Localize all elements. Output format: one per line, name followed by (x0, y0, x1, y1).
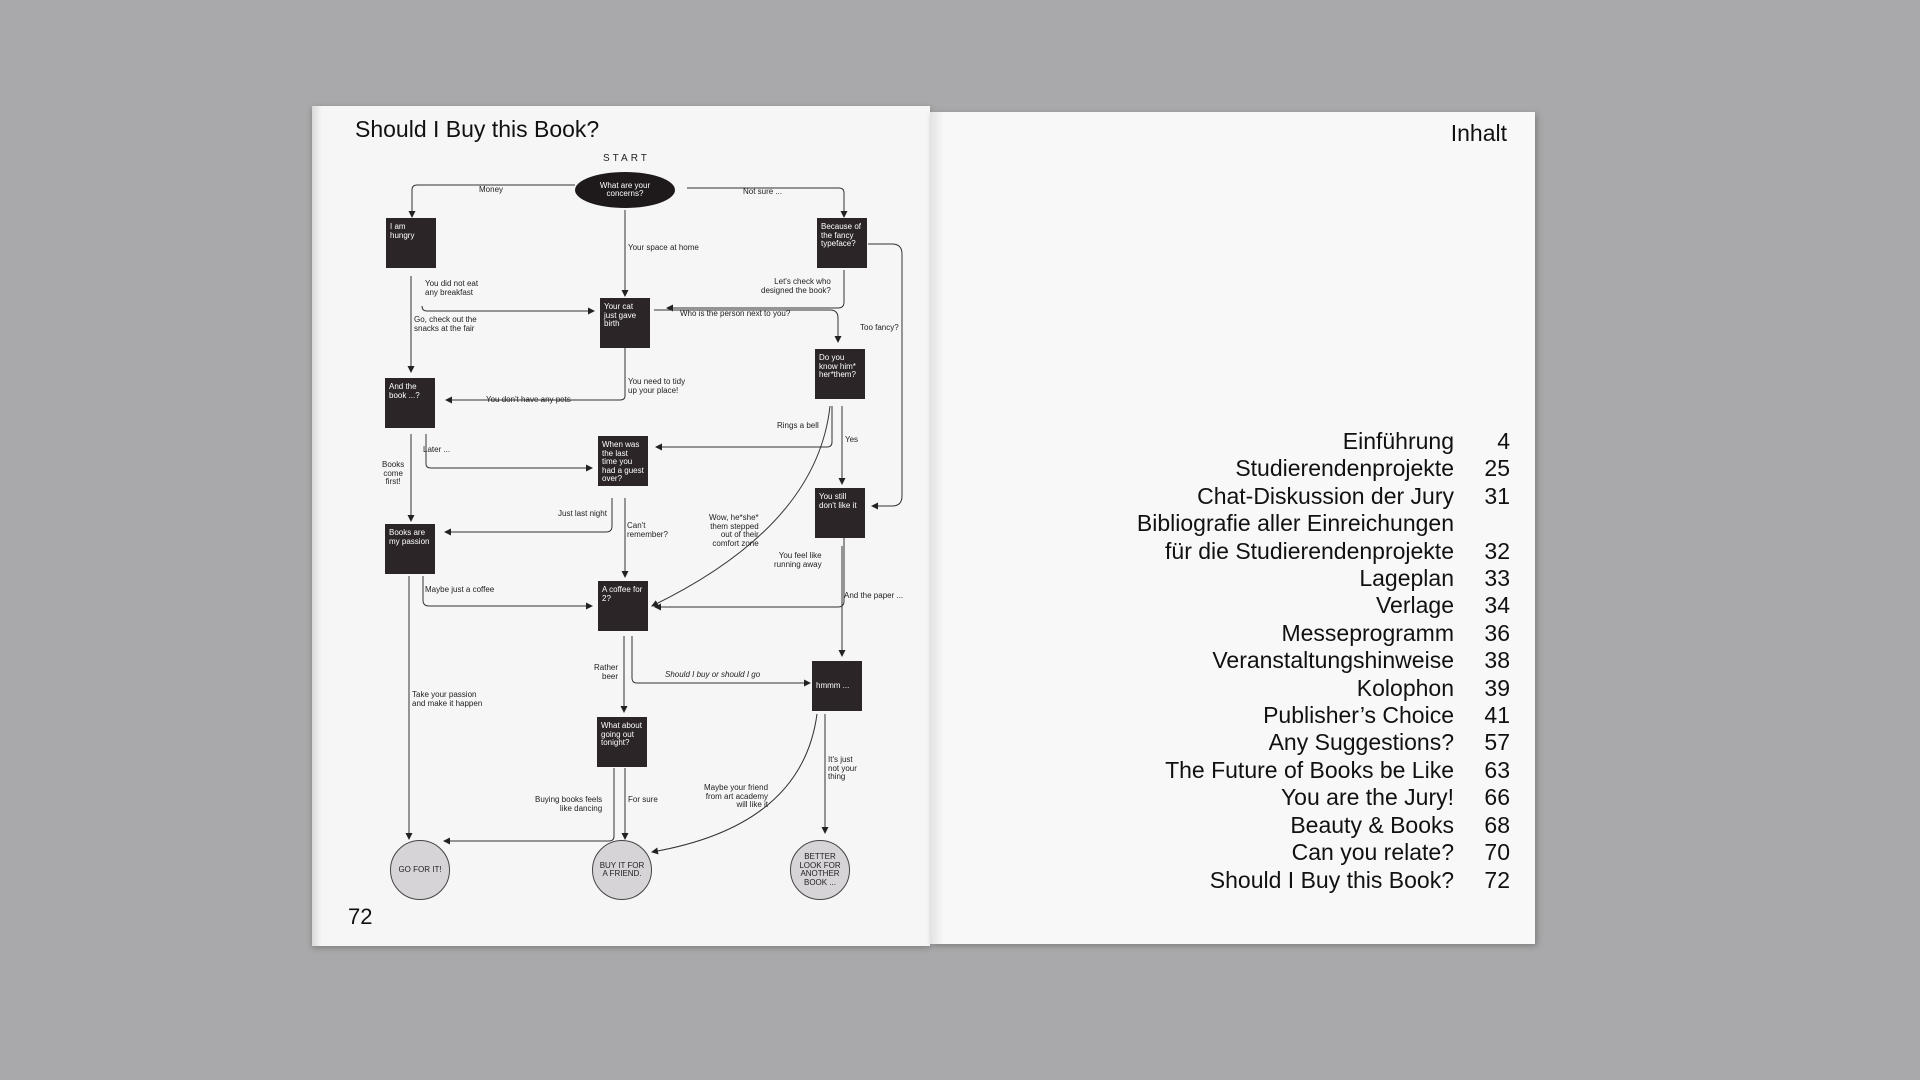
label-notyour: It's just not your thing (828, 755, 857, 781)
end-better: BETTER LOOK FOR ANOTHER BOOK ... (790, 840, 850, 900)
node-hmmm: hmmm ... (812, 661, 862, 711)
label-feellike: You feel like running away (774, 551, 822, 569)
node-passion: Books are my passion (385, 524, 435, 574)
label-nextto: Who is the person next to you? (680, 309, 791, 318)
edge-feellike (654, 538, 845, 611)
label-snacks: Go, check out the snacks at the fair (414, 315, 477, 333)
edge-toofancy (868, 243, 903, 510)
label-ringsbell: Rings a bell (777, 421, 819, 430)
node-cat: Your cat just gave birth (600, 298, 650, 348)
node-goingout: What about going out tonight? (597, 717, 647, 767)
edge-notsure (687, 187, 848, 218)
node-know: Do you know him* her*them? (815, 349, 865, 399)
edge-dancing (443, 768, 615, 845)
label-takepassion: Take your passion and make it happen (412, 690, 483, 708)
toc-entry[interactable]: Should I Buy this Book?72 (1209, 866, 1510, 893)
edge-checkwho (666, 270, 845, 312)
toc-entry[interactable]: Can you relate?70 (1291, 839, 1510, 866)
label-tidy: You need to tidy up your place! (628, 377, 686, 395)
contents-title: Inhalt (1450, 120, 1507, 146)
page-title: Should I Buy this Book? (355, 116, 600, 142)
label-ratherbeer: Rather beer (594, 663, 619, 681)
edge-later (425, 434, 593, 472)
edge-ringsbell (655, 406, 833, 451)
label-artacademy: Maybe your friend from art academy will … (704, 783, 769, 809)
toc-entry-line1[interactable]: Bibliografie aller Einreichungen (1136, 510, 1454, 537)
end-goforit: GO FOR IT! (390, 840, 450, 900)
node-stilllike: You still don't like it (815, 488, 865, 538)
flowchart: START What are your concerns? I am hungr… (312, 106, 930, 946)
edge-shouldi (631, 636, 811, 687)
label-notsure: Not sure ... (743, 187, 783, 196)
label-paper: And the paper ... (844, 591, 904, 600)
edge-breakfast (421, 305, 595, 315)
label-cantremember: Can't remember? (627, 521, 668, 539)
label-breakfast: You did not eat any breakfast (425, 279, 479, 297)
label-lastnight: Just last night (558, 509, 607, 518)
node-hungry: I am hungry (386, 218, 436, 268)
label-money: Money (479, 185, 504, 194)
edge-wow (651, 405, 831, 607)
label-checkwho: Let's check who designed the book? (761, 277, 831, 295)
label-dancing: Buying books feels like dancing (535, 795, 603, 813)
label-maybecoffee: Maybe just a coffee (425, 585, 495, 594)
label-yes: Yes (845, 435, 859, 444)
edge-tidy (445, 348, 626, 404)
node-coffee: A coffee for 2? (598, 581, 648, 631)
node-andbook: And the book ...? (385, 378, 435, 428)
page-number: 72 (348, 904, 373, 929)
label-shouldi: Should I buy or should I go (665, 670, 761, 679)
edge-maybecoffee (422, 576, 593, 610)
end-friend: BUY IT FOR A FRIEND. (592, 840, 652, 900)
node-lastguest: When was the last time you had a guest o… (598, 436, 648, 486)
edge-nextto (654, 309, 842, 343)
label-space: Your space at home (628, 243, 699, 252)
label-forsure: For sure (628, 795, 658, 804)
node-typeface: Because of the fancy typeface? (817, 218, 867, 268)
label-toofancy: Too fancy? (860, 323, 899, 332)
label-wow: Wow, he*she* them stepped out of their c… (709, 513, 759, 548)
toc-entry[interactable]: Any Suggestions?57 (1268, 729, 1510, 756)
label-comefirst: Books come first! (382, 460, 405, 486)
node-concerns: What are your concerns? (575, 172, 675, 208)
label-pets: You don't have any pets (486, 395, 571, 404)
flowchart-arrows (405, 184, 903, 855)
label-later: Later ... (423, 445, 451, 454)
edge-lastnight (444, 498, 613, 536)
edge-money (408, 184, 575, 218)
start-label: START (603, 153, 650, 164)
edge-artacademy (651, 713, 818, 855)
toc-entry[interactable]: You are the Jury!66 (1280, 784, 1510, 811)
